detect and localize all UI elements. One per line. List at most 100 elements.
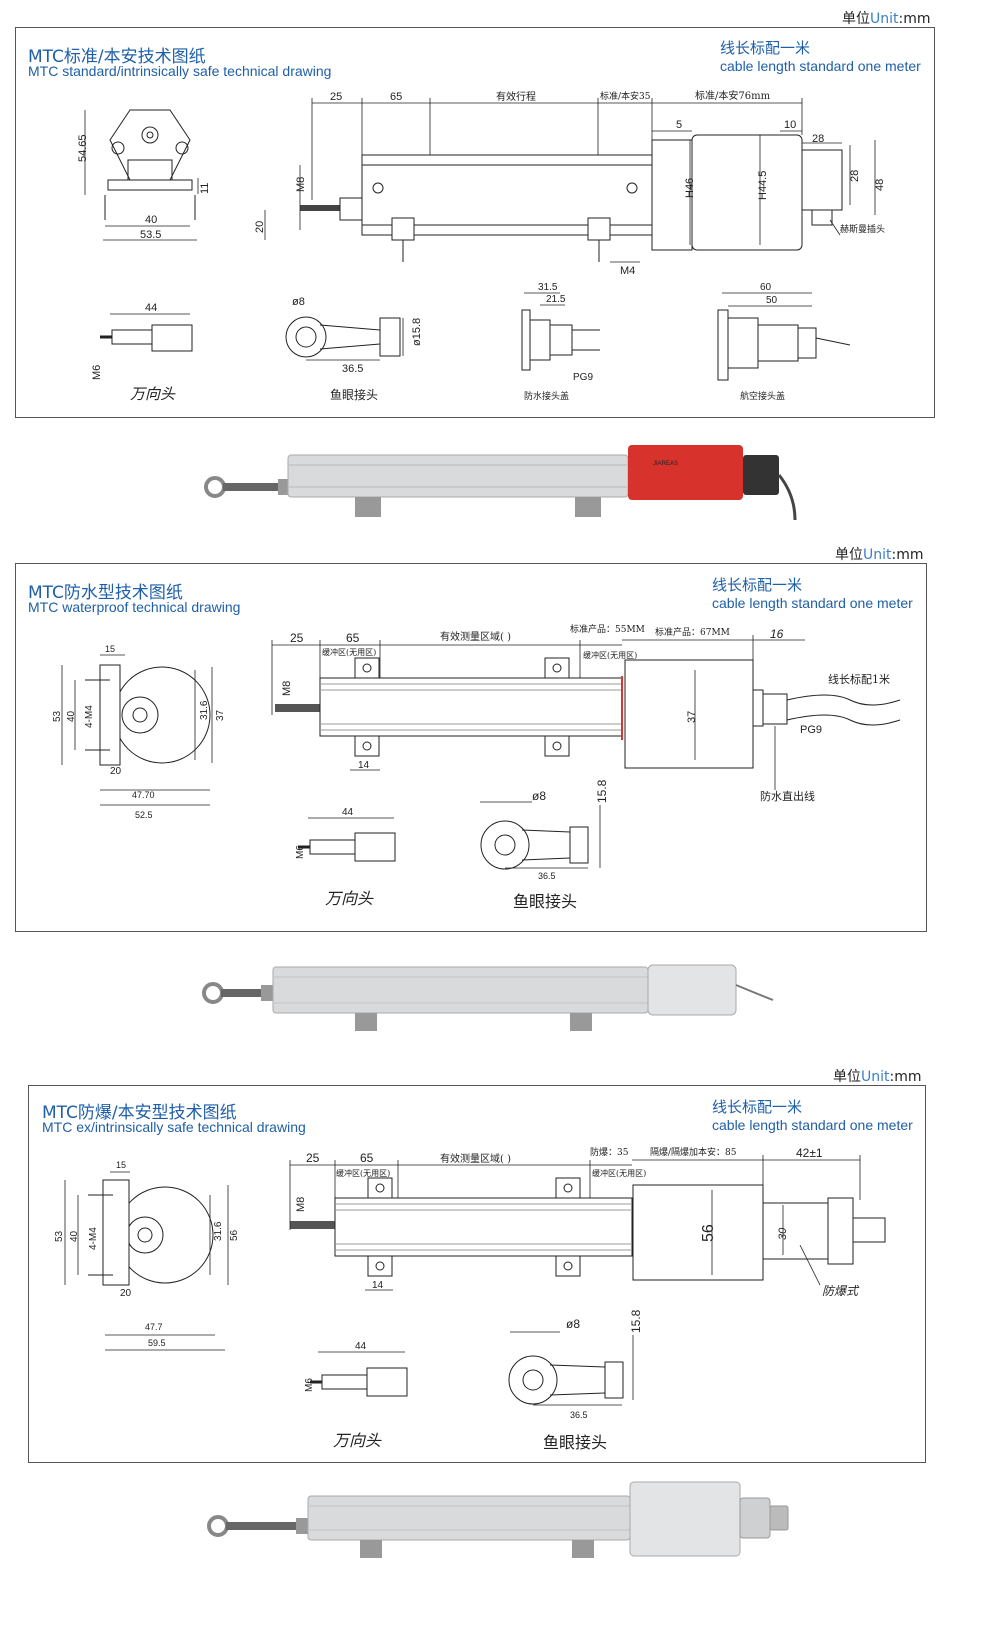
dim-eye-d: ø8 bbox=[292, 296, 305, 308]
dim-side-15: 15 bbox=[116, 1160, 126, 1170]
unit-suffix: :mm bbox=[898, 11, 931, 27]
dim-uj-m6: M6 bbox=[304, 1378, 315, 1392]
dim-eye-d: ø8 bbox=[532, 789, 546, 803]
product-photo-explosion-proof bbox=[207, 1481, 789, 1558]
dim-25: 25 bbox=[290, 631, 304, 645]
side-view bbox=[84, 109, 199, 241]
dim-side-53-5: 53.5 bbox=[140, 229, 161, 241]
side-view bbox=[64, 1171, 229, 1351]
cable-note: 线长标配一米 cable length standard one meter bbox=[712, 1096, 913, 1133]
dim-std76: 标准/本安76mm bbox=[695, 89, 771, 102]
dim-stroke: 有效行程 bbox=[496, 90, 536, 103]
dim-eye-len: 36.5 bbox=[570, 1410, 588, 1420]
dim-side-40: 40 bbox=[69, 1230, 80, 1242]
cable-note: 线长标配一米 cable length standard one meter bbox=[712, 574, 913, 611]
dim-m8: M8 bbox=[295, 177, 307, 192]
dim-42: 42±1 bbox=[796, 1146, 823, 1160]
label-std67: 标准产品：67MM bbox=[655, 626, 730, 638]
dim-side-53: 53 bbox=[54, 1230, 65, 1242]
dim-side-47-70: 47.70 bbox=[132, 790, 155, 800]
label-waterproof-cap: 防水接头盖 bbox=[524, 390, 569, 402]
section-title-en: MTC standard/intrinsically safe technica… bbox=[28, 63, 332, 79]
dim-37: 37 bbox=[686, 711, 698, 723]
cable-note-cn: 线长标配一米 bbox=[712, 576, 803, 594]
cable-note-en: cable length standard one meter bbox=[720, 58, 921, 74]
label-std55: 标准产品：55MM bbox=[570, 623, 645, 635]
label-buffer-1: 缓冲区(无用区) bbox=[322, 647, 376, 657]
label-buffer-1: 缓冲区(无用区) bbox=[336, 1168, 390, 1178]
cable-note-cn: 线长标配一米 bbox=[712, 1098, 803, 1116]
photo-brand: JIAREAS bbox=[653, 461, 678, 467]
dim-side-31-6: 31.6 bbox=[199, 700, 210, 720]
dim-uj-44: 44 bbox=[145, 302, 157, 314]
unit-label-3: 单位Unit:mm bbox=[833, 1066, 922, 1086]
label-explosion-proof: 防爆式 bbox=[822, 1284, 860, 1298]
dim-eye-h: 15.8 bbox=[595, 779, 609, 803]
main-body bbox=[289, 1155, 886, 1291]
section-title-en: MTC ex/intrinsically safe technical draw… bbox=[42, 1119, 306, 1135]
dim-side-40: 40 bbox=[66, 710, 77, 722]
label-buffer-2: 缓冲区(无用区) bbox=[583, 650, 637, 660]
label-fish-eye: 鱼眼接头 bbox=[543, 1433, 607, 1452]
label-pg9: PG9 bbox=[800, 724, 822, 736]
dim-side-15: 15 bbox=[105, 644, 115, 654]
unit-label-2: 单位Unit:mm bbox=[835, 544, 924, 564]
cable-note-en: cable length standard one meter bbox=[712, 595, 913, 611]
dim-side-31-6: 31.6 bbox=[213, 1221, 224, 1241]
dim-14: 14 bbox=[358, 760, 370, 771]
label-direct-outlet: 防水直出线 bbox=[760, 789, 815, 803]
detail-universal-joint bbox=[298, 817, 396, 862]
dim-65: 65 bbox=[346, 631, 360, 645]
dim-side-59-5: 59.5 bbox=[148, 1338, 166, 1348]
section-title-en: MTC waterproof technical drawing bbox=[28, 599, 241, 615]
label-fish-eye: 鱼眼接头 bbox=[330, 387, 378, 402]
dim-av-50: 50 bbox=[766, 295, 778, 306]
dim-av-60: 60 bbox=[760, 282, 772, 293]
dim-m8: M8 bbox=[295, 1197, 307, 1212]
unit-en: Unit bbox=[861, 1069, 890, 1085]
dim-side-40: 40 bbox=[145, 214, 157, 226]
detail-aviation-cap bbox=[717, 292, 851, 381]
unit-cn: 单位 bbox=[833, 1069, 861, 1085]
detail-fish-eye bbox=[508, 1331, 634, 1406]
dim-uj-44: 44 bbox=[342, 807, 354, 818]
unit-label-1: 单位Unit:mm bbox=[842, 8, 931, 28]
dim-side-h: 54.65 bbox=[77, 134, 89, 162]
unit-en: Unit bbox=[870, 11, 899, 27]
label-measure-zone: 有效测量区域( ) bbox=[440, 630, 511, 643]
dim-h46: H46 bbox=[684, 178, 696, 198]
dim-28a: 28 bbox=[812, 133, 824, 145]
dim-m4: M4 bbox=[620, 265, 635, 277]
label-connector: 赫斯曼插头 bbox=[840, 223, 885, 235]
dim-25: 25 bbox=[330, 91, 342, 103]
label-ex85: 隔爆/隔爆加本安：85 bbox=[650, 1146, 737, 1158]
dim-side-37: 37 bbox=[215, 709, 226, 721]
label-buffer-2: 缓冲区(无用区) bbox=[592, 1168, 646, 1178]
detail-fish-eye bbox=[480, 801, 601, 870]
unit-suffix: :mm bbox=[891, 547, 924, 563]
dim-side-m4: 4-M4 bbox=[84, 705, 95, 728]
product-photo-standard: JIAREAS bbox=[204, 445, 797, 521]
main-body bbox=[271, 635, 901, 790]
dim-side-52-5: 52.5 bbox=[135, 810, 153, 820]
unit-cn: 单位 bbox=[835, 547, 863, 563]
label-universal-joint: 万向头 bbox=[325, 889, 374, 908]
detail-fish-eye bbox=[285, 316, 404, 361]
dim-uj-m6: M6 bbox=[295, 845, 306, 859]
standard-drawing: 54.65 11 40 53.5 25 65 bbox=[77, 89, 886, 403]
main-body bbox=[264, 98, 876, 263]
dim-5: 5 bbox=[676, 119, 682, 131]
cable-note-cn: 线长标配一米 bbox=[720, 39, 811, 57]
label-measure-zone: 有效测量区域( ) bbox=[440, 1152, 511, 1165]
dim-eye-len: 36.5 bbox=[538, 871, 556, 881]
dim-28b: 28 bbox=[849, 170, 861, 182]
dim-30: 30 bbox=[777, 1227, 789, 1240]
label-cable-1m: 线长标配1米 bbox=[828, 672, 890, 686]
dim-wp-31-5: 31.5 bbox=[538, 282, 558, 293]
dim-h44-5: H44.5 bbox=[757, 171, 769, 200]
unit-en: Unit bbox=[863, 547, 892, 563]
side-view bbox=[61, 654, 213, 806]
dim-side-56: 56 bbox=[229, 1229, 240, 1241]
dim-56: 56 bbox=[700, 1224, 717, 1242]
